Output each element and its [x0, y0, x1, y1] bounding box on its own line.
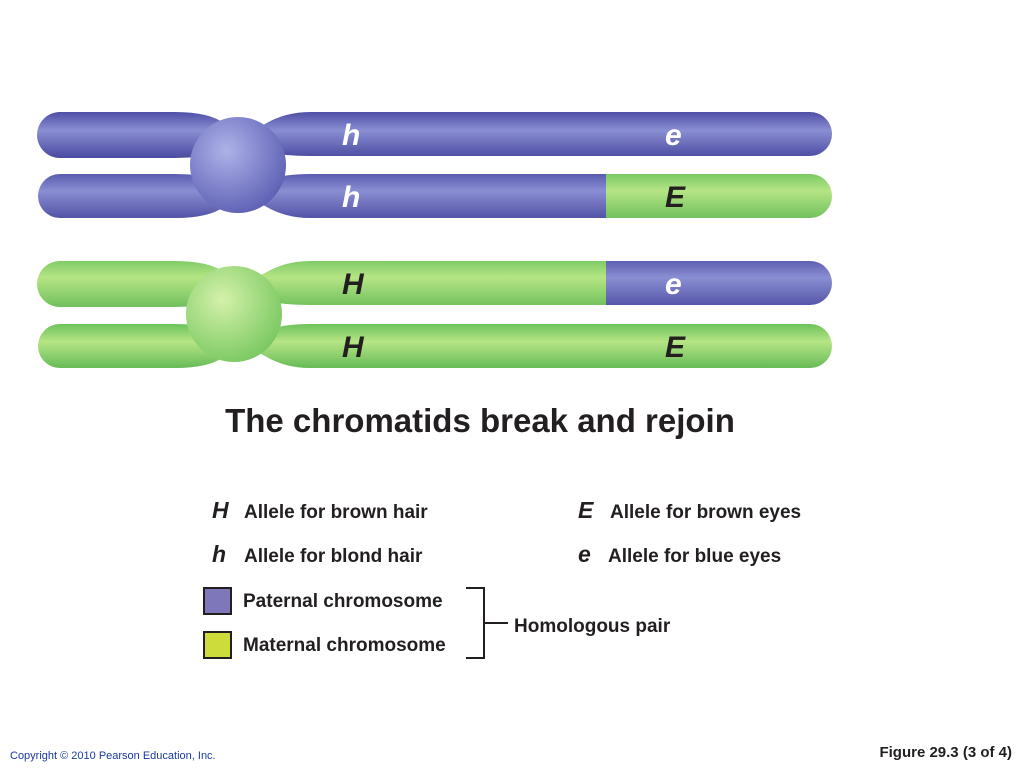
legend-paternal-label: Paternal chromosome [243, 591, 443, 612]
allele-label: E [665, 331, 686, 364]
maternal-centromere [186, 266, 282, 362]
paternal-chromatid-upper [37, 112, 833, 158]
legend-symbol-e: e [578, 541, 591, 567]
legend-homologous-label: Homologous pair [514, 616, 671, 637]
homologous-bracket [466, 587, 508, 659]
paternal-chromosome [37, 112, 833, 218]
legend-symbol-h: h [212, 541, 227, 567]
legend-text-h: Allele for blond hair [244, 546, 423, 567]
allele-label: H [342, 331, 365, 364]
chromosome-diagram: h e h E H e H E [37, 112, 833, 368]
paternal-swatch [203, 587, 232, 615]
figure-reference: Figure 29.3 (3 of 4) [879, 744, 1012, 761]
allele-label: h [342, 119, 360, 152]
allele-label: e [665, 119, 682, 152]
allele-label: e [665, 268, 682, 301]
copyright-notice: Copyright © 2010 Pearson Education, Inc. [10, 750, 216, 762]
maternal-chromatid-upper [37, 261, 832, 307]
maternal-chromatid-lower [38, 324, 832, 368]
legend-text-H: Allele for brown hair [244, 502, 428, 523]
maternal-chromosome [37, 261, 832, 368]
legend-symbol-H: H [212, 497, 229, 523]
allele-label: H [342, 268, 365, 301]
legend-text-E: Allele for brown eyes [610, 502, 802, 523]
legend-maternal-label: Maternal chromosome [243, 635, 446, 656]
diagram-caption: The chromatids break and rejoin [225, 402, 735, 439]
paternal-chromatid-lower [38, 174, 832, 218]
legend-text-e: Allele for blue eyes [608, 546, 782, 567]
legend-symbol-E: E [578, 497, 594, 523]
allele-label: E [665, 181, 686, 214]
allele-label: h [342, 181, 360, 214]
paternal-centromere [190, 117, 286, 213]
maternal-swatch [203, 631, 232, 659]
